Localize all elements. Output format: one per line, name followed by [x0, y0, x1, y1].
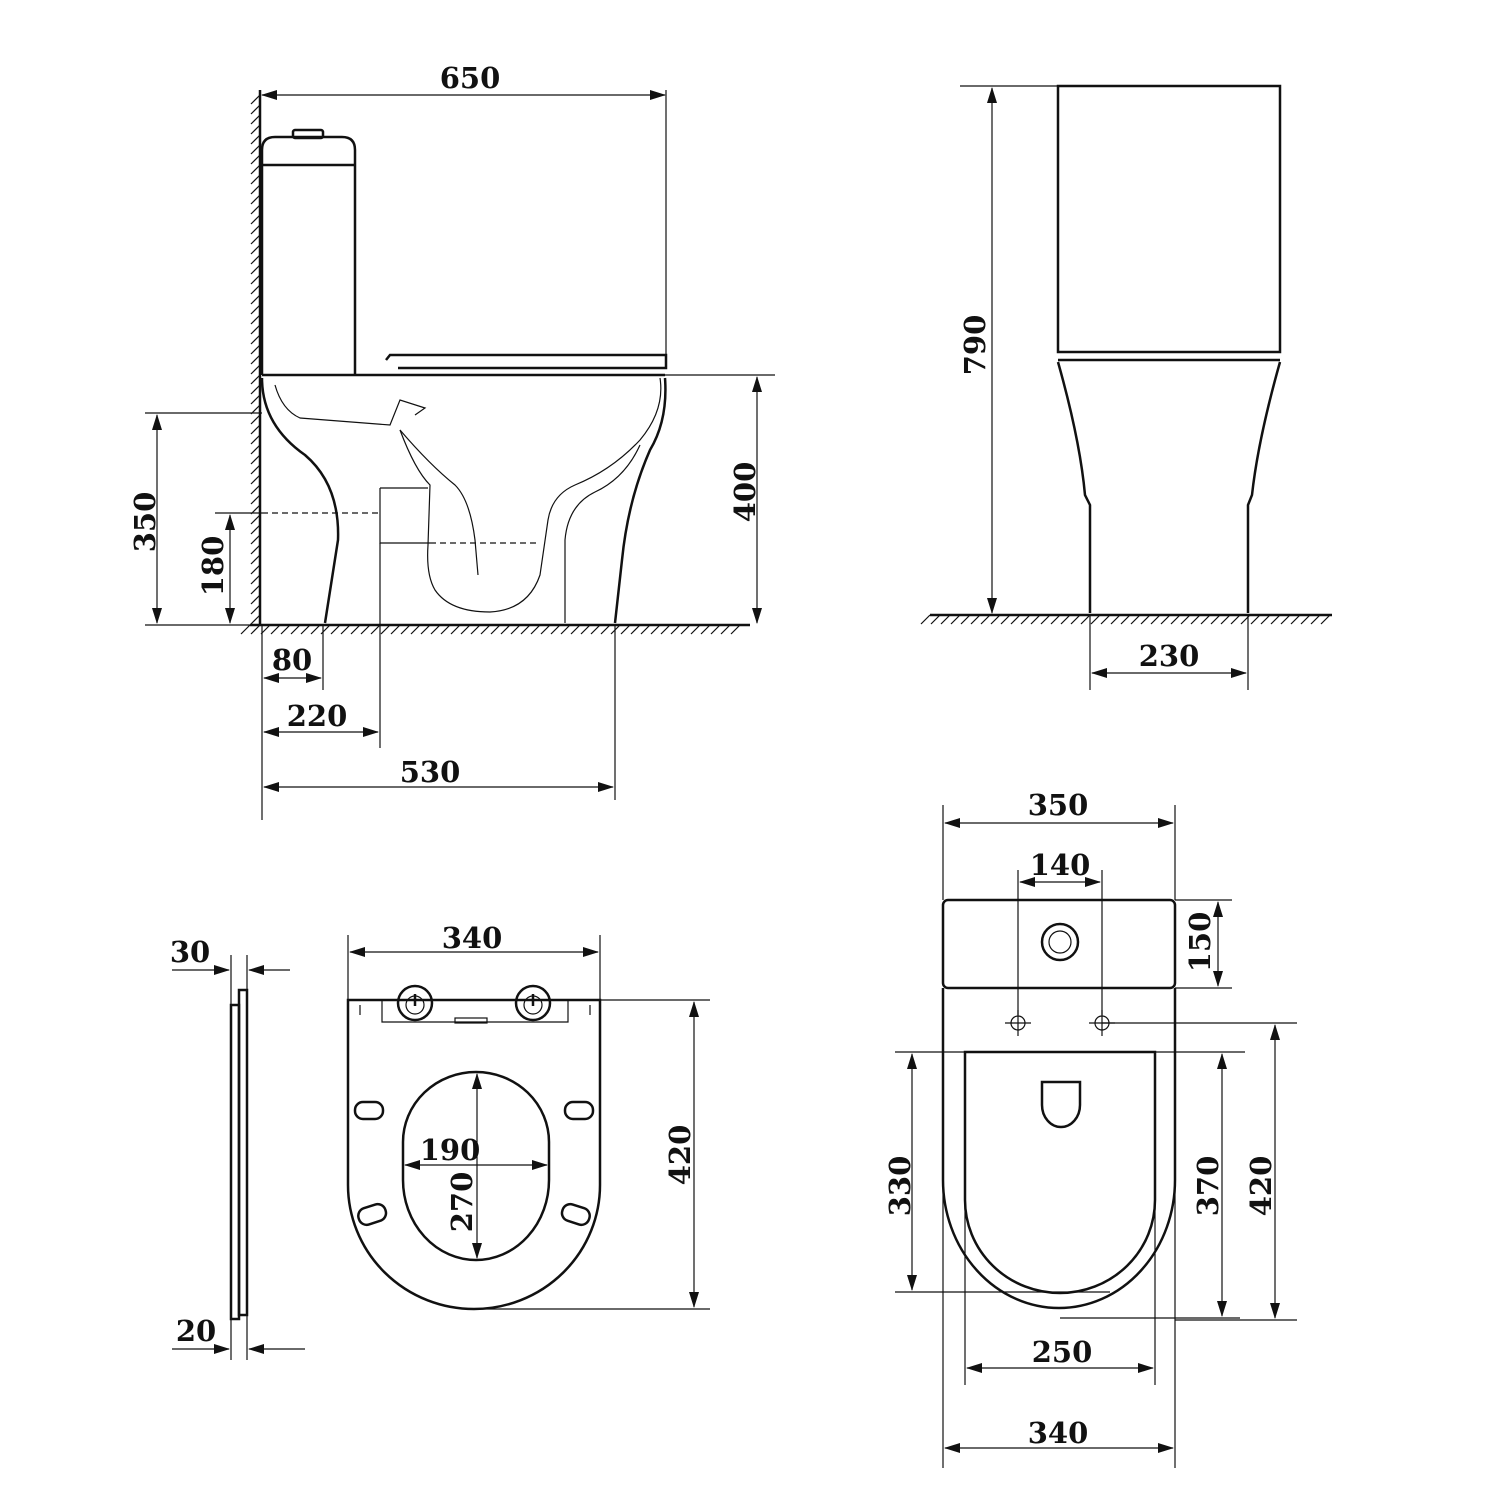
- top-bowl-inner: [963, 1050, 1157, 1295]
- dim-140-label: 140: [1030, 848, 1091, 882]
- dim-seat-420-label: 420: [663, 1125, 697, 1186]
- dim-190-label: 190: [420, 1133, 481, 1167]
- flush-button: [291, 128, 325, 140]
- front-floor-hatch: [920, 614, 1331, 625]
- front-body-right: [1246, 361, 1282, 613]
- flush-button-top: [1040, 922, 1080, 962]
- bowl-front: [613, 377, 667, 624]
- top-view: 350 140 150 330 370 420 250 340: [883, 788, 1297, 1468]
- front-view: 790 230: [920, 84, 1332, 690]
- dim-top-340-label: 340: [1028, 1416, 1089, 1450]
- hinge-left: [396, 984, 434, 1022]
- seat-opening: [401, 1070, 551, 1262]
- dim-220-label: 220: [287, 699, 348, 733]
- dim-top-350-label: 350: [1028, 788, 1089, 822]
- bowl-wall-inner: [564, 444, 641, 623]
- trap-bend: [399, 429, 479, 576]
- bowl-back: [260, 377, 340, 624]
- seat-lid: [385, 353, 668, 370]
- dim-150-label: 150: [1183, 912, 1217, 973]
- dim-seat-340-label: 340: [442, 921, 503, 955]
- bumper-top-right: [563, 1100, 595, 1121]
- side-view: 650 350 180 400 80 220 530: [128, 61, 775, 820]
- seat-profile: 30 20: [170, 935, 305, 1360]
- dim-370-label: 370: [1191, 1156, 1225, 1217]
- bumper-bottom-right: [560, 1202, 591, 1227]
- seat-hinge-bar: [381, 1000, 569, 1023]
- dim-180-label: 180: [196, 536, 230, 597]
- dim-530-label: 530: [400, 755, 461, 789]
- dim-20-label: 20: [176, 1314, 216, 1348]
- seat-plan: 340 190 270 420: [346, 921, 710, 1311]
- top-tank: [941, 898, 1177, 990]
- outlet-pipe: [379, 487, 430, 544]
- dim-top-420-label: 420: [1244, 1156, 1278, 1217]
- wall-hatch: [250, 94, 261, 625]
- bowl-interior: [399, 377, 662, 613]
- dim-330-label: 330: [883, 1156, 917, 1217]
- dim-250-label: 250: [1032, 1335, 1093, 1369]
- dim-400-label: 400: [728, 462, 762, 523]
- dim-350-label: 350: [128, 492, 162, 553]
- front-body-left: [1056, 361, 1092, 613]
- trapway-upper: [274, 384, 427, 426]
- seat-thickness-upper: [237, 988, 249, 1317]
- front-tank: [1056, 84, 1282, 354]
- dim-80-label: 80: [272, 643, 312, 677]
- hinge-right: [514, 984, 552, 1022]
- tank-side: [260, 135, 357, 375]
- dim-650-label: 650: [440, 61, 501, 95]
- bumper-top-left: [353, 1100, 385, 1121]
- drain-hole: [1040, 1080, 1082, 1129]
- dim-270-label: 270: [445, 1172, 479, 1233]
- dim-30-label: 30: [170, 935, 210, 969]
- hinge-clip: [454, 1017, 488, 1024]
- bumper-bottom-left: [357, 1202, 388, 1227]
- top-bowl-outline: [941, 988, 1177, 1310]
- floor-hatch: [240, 624, 741, 635]
- dim-230-label: 230: [1139, 639, 1200, 673]
- dim-790-label: 790: [958, 315, 992, 376]
